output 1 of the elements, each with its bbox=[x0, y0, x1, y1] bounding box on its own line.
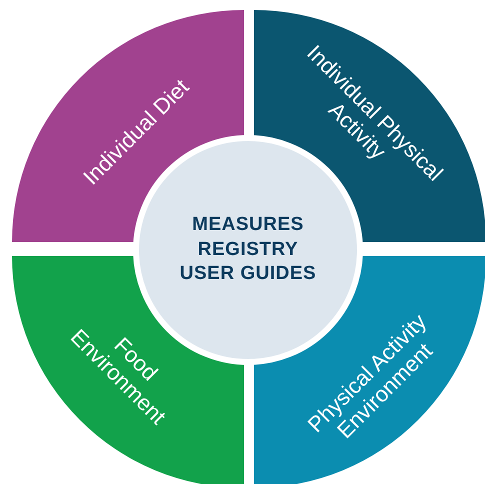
center-title: MEASURES REGISTRY USER GUIDES bbox=[178, 212, 318, 286]
